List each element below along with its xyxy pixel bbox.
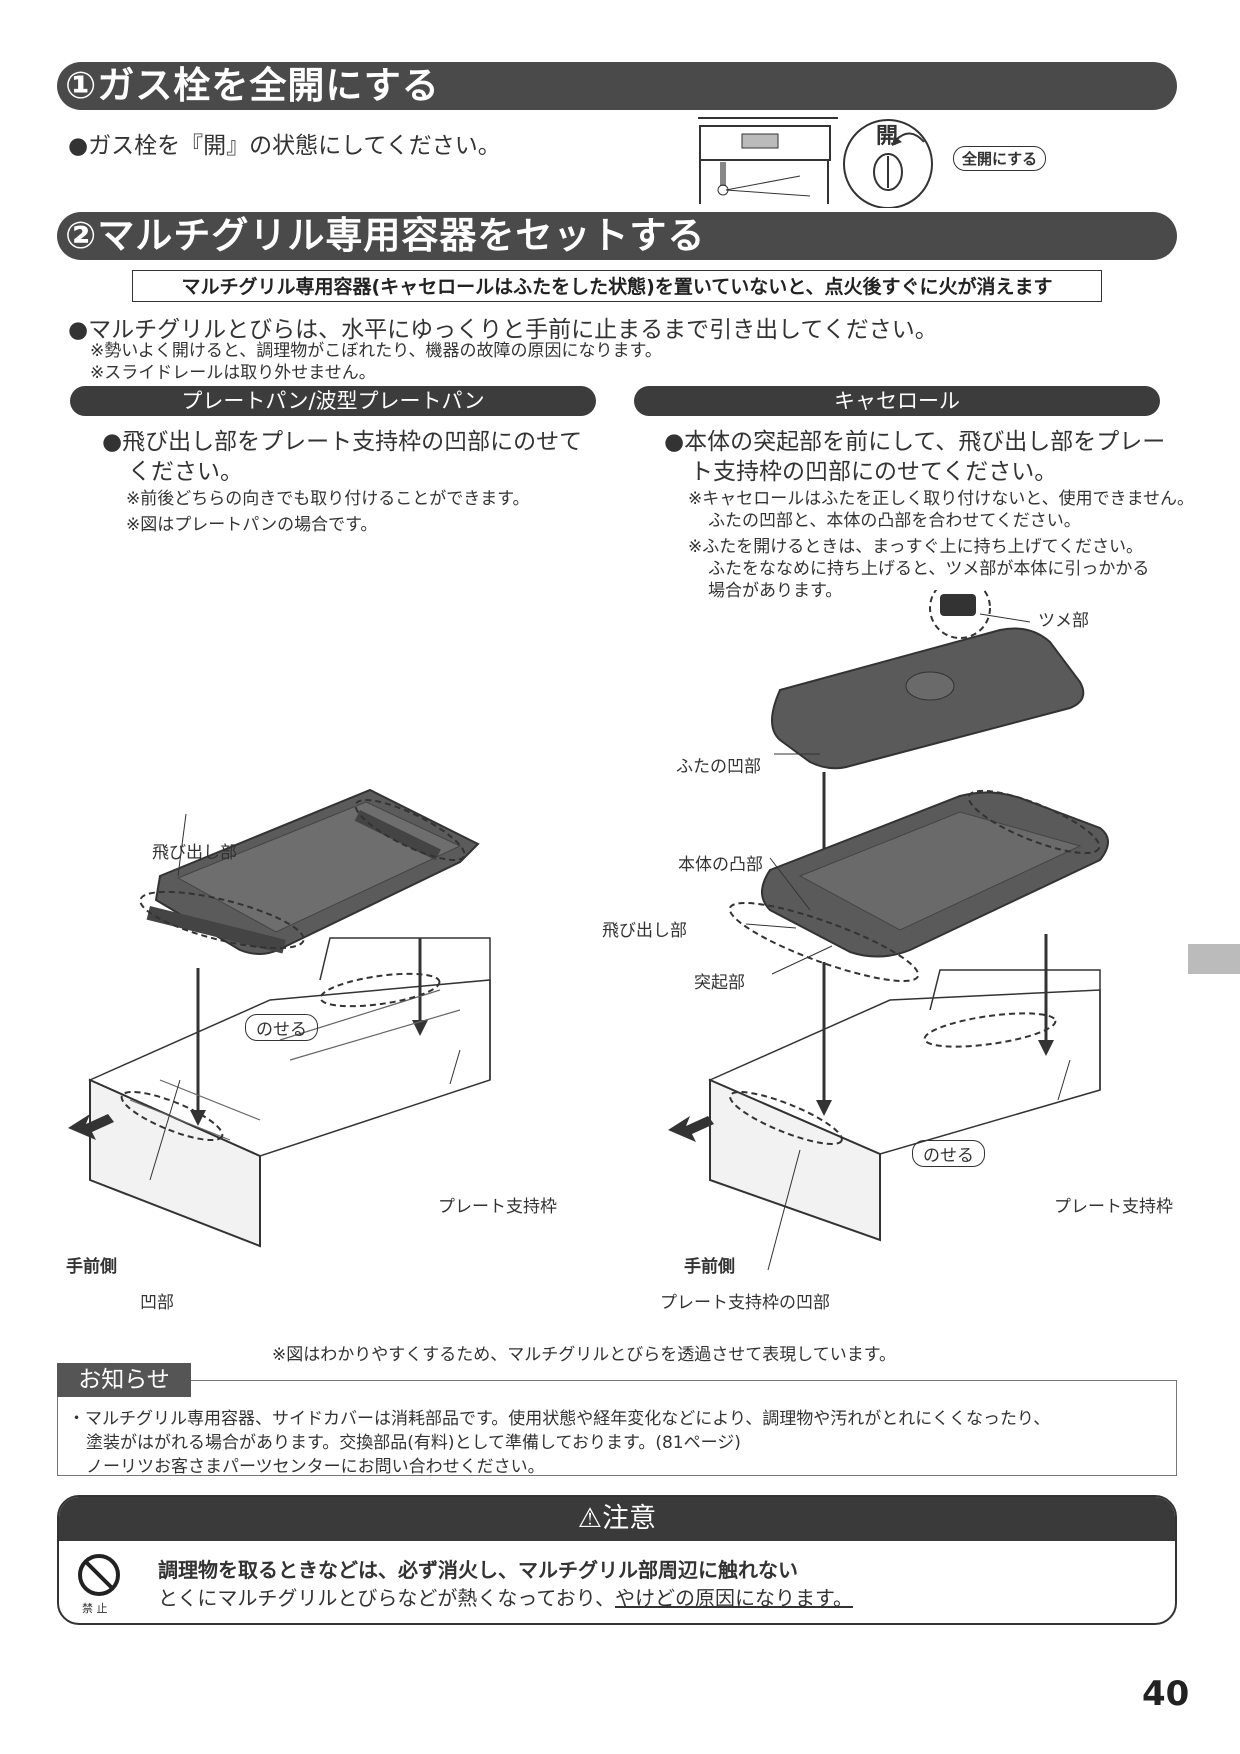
right-label-futa-oubu: ふたの凹部 (676, 757, 761, 777)
prohibit-icon (78, 1554, 120, 1596)
left-bullet-1: ●飛び出し部をプレート支持枠の凹部にのせて (102, 429, 583, 455)
section2-bullet: ●マルチグリルとびらは、水平にゆっくりと手前に止まるまで引き出してください。 (68, 317, 938, 343)
right-label-plate-frame: プレート支持枠 (1054, 1197, 1173, 1217)
notice-line1: ・マルチグリル専用容器、サイドカバーは消耗部品です。使用状態や経年変化などにより… (68, 1409, 1051, 1429)
gas-valve-figure (698, 117, 933, 208)
notice-box (57, 1380, 1177, 1476)
caution-text-plain: とくにマルチグリルとびらなどが熱くなっており、 (158, 1586, 615, 1610)
right-note2-2: ふたをななめに持ち上げると、ツメ部が本体に引っかかる (708, 559, 1150, 579)
warning-box: マルチグリル専用容器(キャセロールはふたをした状態)を置いていないと、点火後すぐ… (132, 270, 1102, 302)
left-label-tobidashi: 飛び出し部 (152, 843, 237, 863)
left-label-plate-frame: プレート支持枠 (438, 1197, 557, 1217)
left-label-oubu: 凹部 (140, 1293, 174, 1313)
prohibit-label: 禁 止 (82, 1602, 108, 1615)
plate-pan-illustration (68, 788, 491, 1248)
page-number: 40 (1142, 1674, 1190, 1714)
valve-open-label: 開 (876, 124, 899, 149)
notice-line3: ノーリツお客さまパーツセンターにお問い合わせください。 (86, 1457, 545, 1477)
caution-box: ⚠注意 (57, 1495, 1177, 1625)
section1-bullet: ●ガス栓を『開』の状態にしてください。 (68, 133, 501, 159)
notice-tab: お知らせ (57, 1363, 191, 1397)
full-open-badge: 全開にする (953, 146, 1047, 171)
right-bullet-2: ト支持枠の凹部にのせてください。 (690, 459, 1058, 485)
casserole-illustration (668, 590, 1109, 1271)
section2-title: ②マルチグリル専用容器をセットする (57, 212, 1177, 260)
right-label-front: 手前側 (684, 1257, 735, 1277)
right-subheader: キャセロール (634, 386, 1160, 416)
caution-text: とくにマルチグリルとびらなどが熱くなっており、やけどの原因になります。 (158, 1582, 853, 1611)
left-bullet-2: ください。 (128, 459, 243, 485)
side-tab-marker (1188, 944, 1240, 974)
right-note1-2: ふたの凹部と、本体の凸部を合わせてください。 (708, 511, 1081, 531)
right-label-tsume: ツメ部 (1038, 611, 1089, 631)
right-label-tobidashi: 飛び出し部 (602, 921, 687, 941)
right-label-frame-oubu: プレート支持枠の凹部 (660, 1293, 830, 1313)
left-note1: ※前後どちらの向きでも取り付けることができます。 (126, 489, 530, 509)
left-subheader: プレートパン/波型プレートパン (70, 386, 596, 416)
right-label-tokki: 突起部 (694, 973, 745, 993)
right-label-noseru: のせる (912, 1140, 985, 1167)
right-note1-1: ※キャセロールはふたを正しく取り付けないと、使用できません。 (688, 489, 1195, 509)
right-note2-1: ※ふたを開けるときは、まっすぐ上に持ち上げてください。 (688, 537, 1144, 557)
section1-title: ①ガス栓を全開にする (57, 62, 1177, 110)
caution-bold: 調理物を取るときなどは、必ず消火し、マルチグリル部周辺に触れない (158, 1558, 798, 1582)
left-note2: ※図はプレートパンの場合です。 (126, 515, 378, 535)
notice-line2: 塗装がはがれる場合があります。交換部品(有料)として準備しております。(81ペー… (86, 1433, 741, 1453)
right-bullet-1: ●本体の突起部を前にして、飛び出し部をプレー (664, 429, 1166, 455)
left-label-front: 手前側 (66, 1257, 117, 1277)
caution-text-underline: やけどの原因になります。 (615, 1586, 853, 1610)
right-note2-3: 場合があります。 (708, 581, 843, 601)
caution-title: ⚠注意 (59, 1497, 1175, 1541)
section2-note2: ※スライドレールは取り外せません。 (90, 363, 376, 383)
right-label-hontai-totsubu: 本体の凸部 (678, 855, 763, 875)
section2-note1: ※勢いよく開けると、調理物がこぼれたり、機器の故障の原因になります。 (90, 341, 662, 361)
left-label-noseru: のせる (245, 1014, 318, 1041)
figure-note: ※図はわかりやすくするため、マルチグリルとびらを透過させて表現しています。 (272, 1345, 897, 1365)
